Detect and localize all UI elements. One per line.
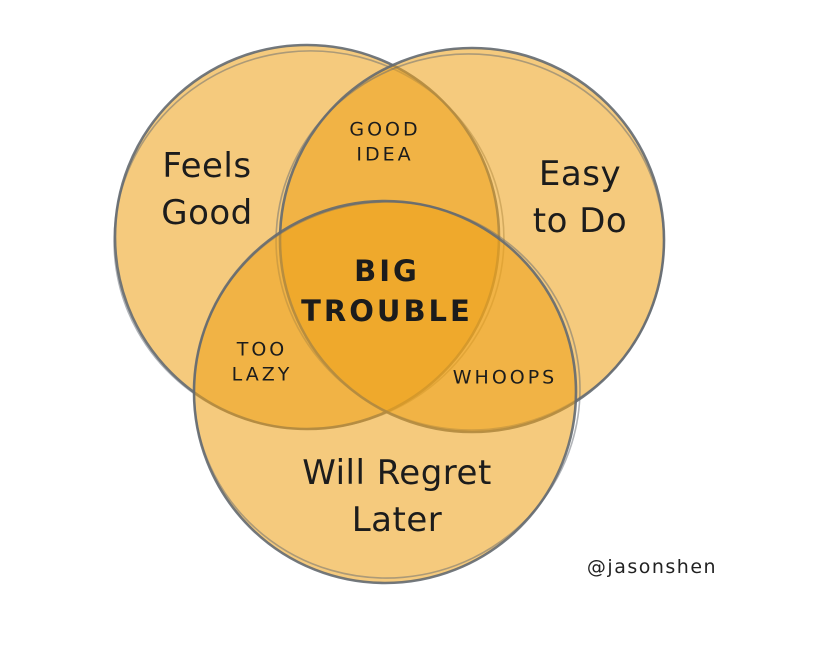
will-regret-later-circle-sketch-stroke	[193, 201, 581, 579]
big-trouble-label-line-1: BIG	[354, 253, 420, 288]
big-trouble-label-line-2: TROUBLE	[301, 294, 473, 328]
easy-to-do-label: Easy to Do	[533, 151, 627, 245]
too-lazy-label-line-1: TOO	[236, 338, 288, 361]
will-regret-later-label-line-1: Will Regret	[302, 453, 492, 494]
feels-good-label-line-2: Good	[161, 193, 253, 233]
big-trouble-label: BIG TROUBLE	[301, 251, 473, 331]
good-idea-label: GOOD IDEA	[349, 117, 420, 166]
feels-good-label-line-1: Feels	[162, 146, 252, 187]
circle-will-regret-later	[192, 199, 581, 585]
will-regret-later-label: Will Regret Later	[302, 450, 492, 544]
too-lazy-label: TOO LAZY	[232, 337, 293, 386]
easy-to-do-label-line-1: Easy	[538, 154, 622, 195]
too-lazy-label-line-2: LAZY	[231, 363, 293, 385]
author-signature: @jasonshen	[586, 556, 718, 578]
whoops-label: WHOOPS	[453, 366, 558, 391]
good-idea-label-line-2: IDEA	[356, 143, 414, 165]
whoops-label-line-1: WHOOPS	[452, 366, 558, 389]
feels-good-label: Feels Good	[161, 143, 253, 237]
good-idea-label-line-1: GOOD	[349, 118, 421, 141]
will-regret-later-label-line-2: Later	[351, 500, 443, 540]
easy-to-do-label-line-2: to Do	[532, 201, 628, 241]
